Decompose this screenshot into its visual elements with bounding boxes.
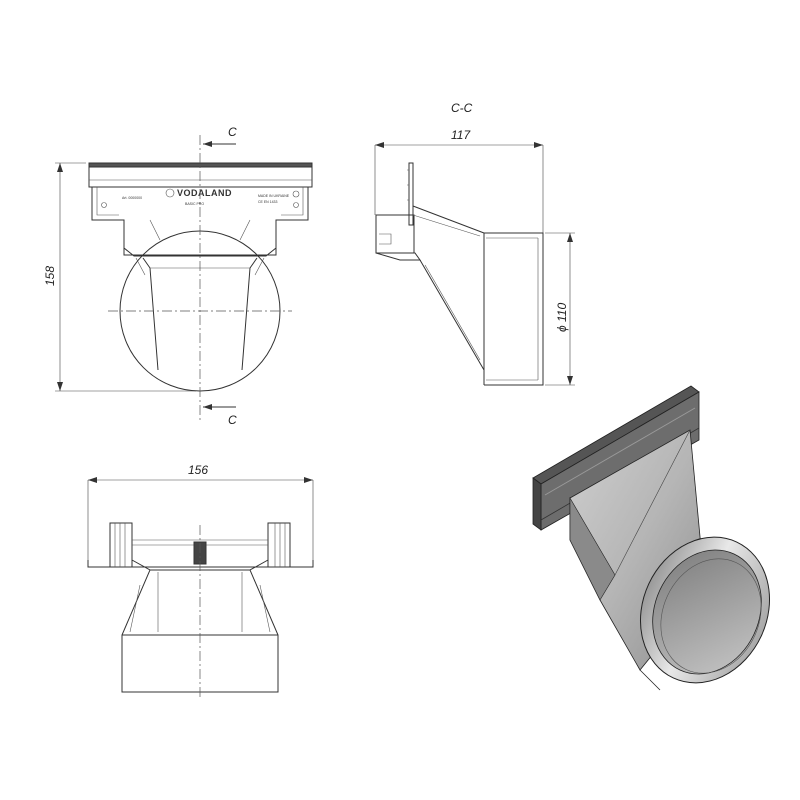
made-in-label: MADE IN UKRAINE [258,194,290,198]
front-body [91,187,309,256]
recycle-icon [292,190,300,198]
section-mark-bottom: C [228,413,237,427]
iso-view [532,385,771,691]
section-title: C-C [451,101,473,115]
article-label: Art. 0000000 [122,196,142,200]
front-view: VODALAND BASIC PRO Art. 0000000 MADE IN … [43,125,313,427]
section-pipe [484,232,544,386]
dim-158: 158 [43,266,57,286]
dim-110: ϕ 110 [555,303,569,332]
standard-label: CE EN 1433 [258,200,278,204]
bottom-view: 156 [87,463,314,700]
brand-label: VODALAND [177,188,232,198]
brand-logo-icon [165,188,175,198]
front-top-edge [88,162,313,168]
section-view: C-C 117 ϕ 110 [374,101,575,386]
product-label: BASIC PRO [185,202,204,206]
section-mark-top: C [228,125,237,139]
dim-117: 117 [451,128,471,142]
dim-156: 156 [188,463,208,477]
